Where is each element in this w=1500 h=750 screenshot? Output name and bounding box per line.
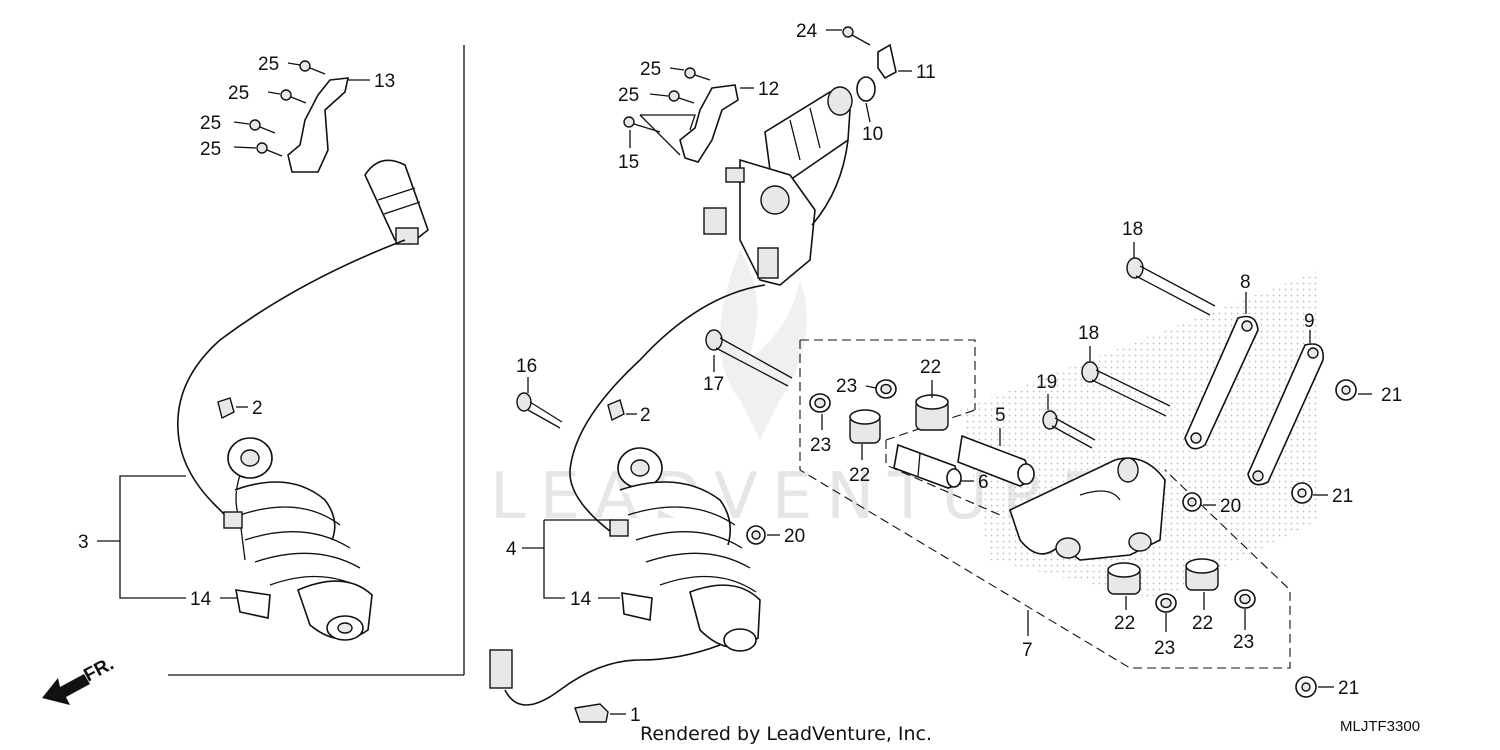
label-sticker-14-left[interactable]: [235, 589, 271, 619]
bearing-22-a[interactable]: [915, 394, 949, 431]
callout-labels: 25 25 25 25 13 2 3 14 24 11 25 12 25 10 …: [78, 21, 1402, 726]
actuator-cable: [811, 139, 849, 226]
callout-21: 21: [1381, 385, 1402, 406]
arrow-left-icon: [42, 674, 90, 705]
shock-absorber-left[interactable]: [223, 437, 373, 641]
callout-20: 20: [1220, 496, 1241, 517]
callout-15: 15: [618, 152, 639, 173]
callout-21: 21: [1338, 678, 1359, 699]
callout-18: 18: [1122, 219, 1143, 240]
clip-11[interactable]: [877, 43, 897, 80]
callout-1: 1: [630, 705, 641, 726]
seal-23-b[interactable]: [809, 393, 831, 413]
callout-21: 21: [1332, 486, 1353, 507]
callout-2: 2: [252, 398, 263, 419]
leader-lines: [97, 29, 1372, 715]
callout-6: 6: [978, 472, 989, 493]
callout-23: 23: [836, 376, 857, 397]
callout-22: 22: [849, 465, 870, 486]
bolt-16[interactable]: [516, 392, 563, 429]
kit-boundary-7: [799, 339, 1291, 669]
collar-5[interactable]: [957, 434, 1035, 487]
nut-20-center[interactable]: [746, 525, 766, 545]
bearing-22-b[interactable]: [849, 409, 881, 444]
linkage-assembly[interactable]: [799, 257, 1357, 698]
bearing-22-c[interactable]: [1107, 562, 1141, 595]
link-rod-9[interactable]: [1247, 343, 1324, 486]
callout-24: 24: [796, 21, 818, 42]
bolt-19[interactable]: [1042, 410, 1096, 449]
callout-5: 5: [995, 405, 1006, 426]
callout-25: 25: [618, 85, 639, 106]
clip-1[interactable]: [574, 703, 609, 723]
o-ring-10[interactable]: [856, 76, 876, 102]
bolt-25-set-left[interactable]: [249, 60, 326, 157]
callout-2: 2: [640, 405, 651, 426]
clip-2-left[interactable]: [217, 397, 235, 420]
link-rod-8[interactable]: [1184, 315, 1259, 450]
callout-23: 23: [1154, 638, 1175, 659]
sensor-harness: [504, 644, 721, 706]
callout-19: 19: [1036, 372, 1057, 393]
seal-23-d[interactable]: [1234, 589, 1256, 609]
callout-10: 10: [862, 124, 883, 145]
bearing-22-d[interactable]: [1185, 558, 1219, 591]
nut-20-right[interactable]: [1182, 492, 1202, 512]
diagram-code: MLJTF3300: [1340, 718, 1420, 735]
bolt-25-set-right[interactable]: [623, 67, 711, 133]
right-shock-assembly[interactable]: [489, 26, 897, 723]
nut-21-bottom[interactable]: [1295, 676, 1317, 698]
callout-23: 23: [810, 435, 831, 456]
bolt-24[interactable]: [842, 26, 871, 46]
connector[interactable]: [489, 649, 513, 689]
callout-16: 16: [516, 356, 537, 377]
callout-8: 8: [1240, 272, 1251, 293]
seal-23-c[interactable]: [1155, 593, 1177, 613]
shock-absorber-right[interactable]: [609, 447, 761, 652]
nut-21-top[interactable]: [1335, 379, 1357, 401]
footer-credit: Rendered by LeadVenture, Inc.: [640, 723, 932, 745]
callout-25: 25: [200, 139, 221, 160]
seal-23-a[interactable]: [875, 379, 897, 399]
clip-2-right[interactable]: [607, 399, 625, 422]
actuator-motor[interactable]: [703, 86, 853, 286]
callout-4: 4: [506, 539, 517, 560]
callout-25: 25: [640, 59, 661, 80]
bracket-12[interactable]: [679, 84, 739, 163]
nut-21-mid[interactable]: [1291, 482, 1313, 504]
callout-25: 25: [228, 83, 249, 104]
callout-9: 9: [1304, 311, 1315, 332]
callout-12: 12: [758, 79, 779, 100]
callout-3: 3: [78, 532, 89, 553]
callout-11: 11: [916, 62, 936, 83]
label-sticker-14-right[interactable]: [621, 592, 653, 621]
collar-6[interactable]: [893, 443, 962, 489]
cushion-arm[interactable]: [1009, 457, 1166, 561]
bolt-17[interactable]: [705, 329, 793, 387]
hose-right: [569, 284, 766, 536]
bracket-13[interactable]: [287, 77, 350, 173]
callout-18: 18: [1078, 323, 1099, 344]
callout-14: 14: [190, 589, 212, 610]
callout-14: 14: [570, 589, 592, 610]
callout-17: 17: [703, 374, 724, 395]
callout-7: 7: [1022, 640, 1033, 661]
callout-23: 23: [1233, 632, 1254, 653]
front-direction-marker: FR.: [42, 654, 117, 705]
hose-left: [177, 239, 406, 521]
callout-20: 20: [784, 526, 805, 547]
callout-13: 13: [374, 71, 395, 92]
bolt-18-top[interactable]: [1126, 257, 1216, 316]
callout-25: 25: [200, 113, 221, 134]
callout-22: 22: [920, 357, 941, 378]
callout-22: 22: [1192, 613, 1213, 634]
callout-25: 25: [258, 54, 279, 75]
left-shock-assembly[interactable]: [177, 60, 429, 641]
callout-22: 22: [1114, 613, 1135, 634]
reservoir-left[interactable]: [364, 159, 429, 245]
